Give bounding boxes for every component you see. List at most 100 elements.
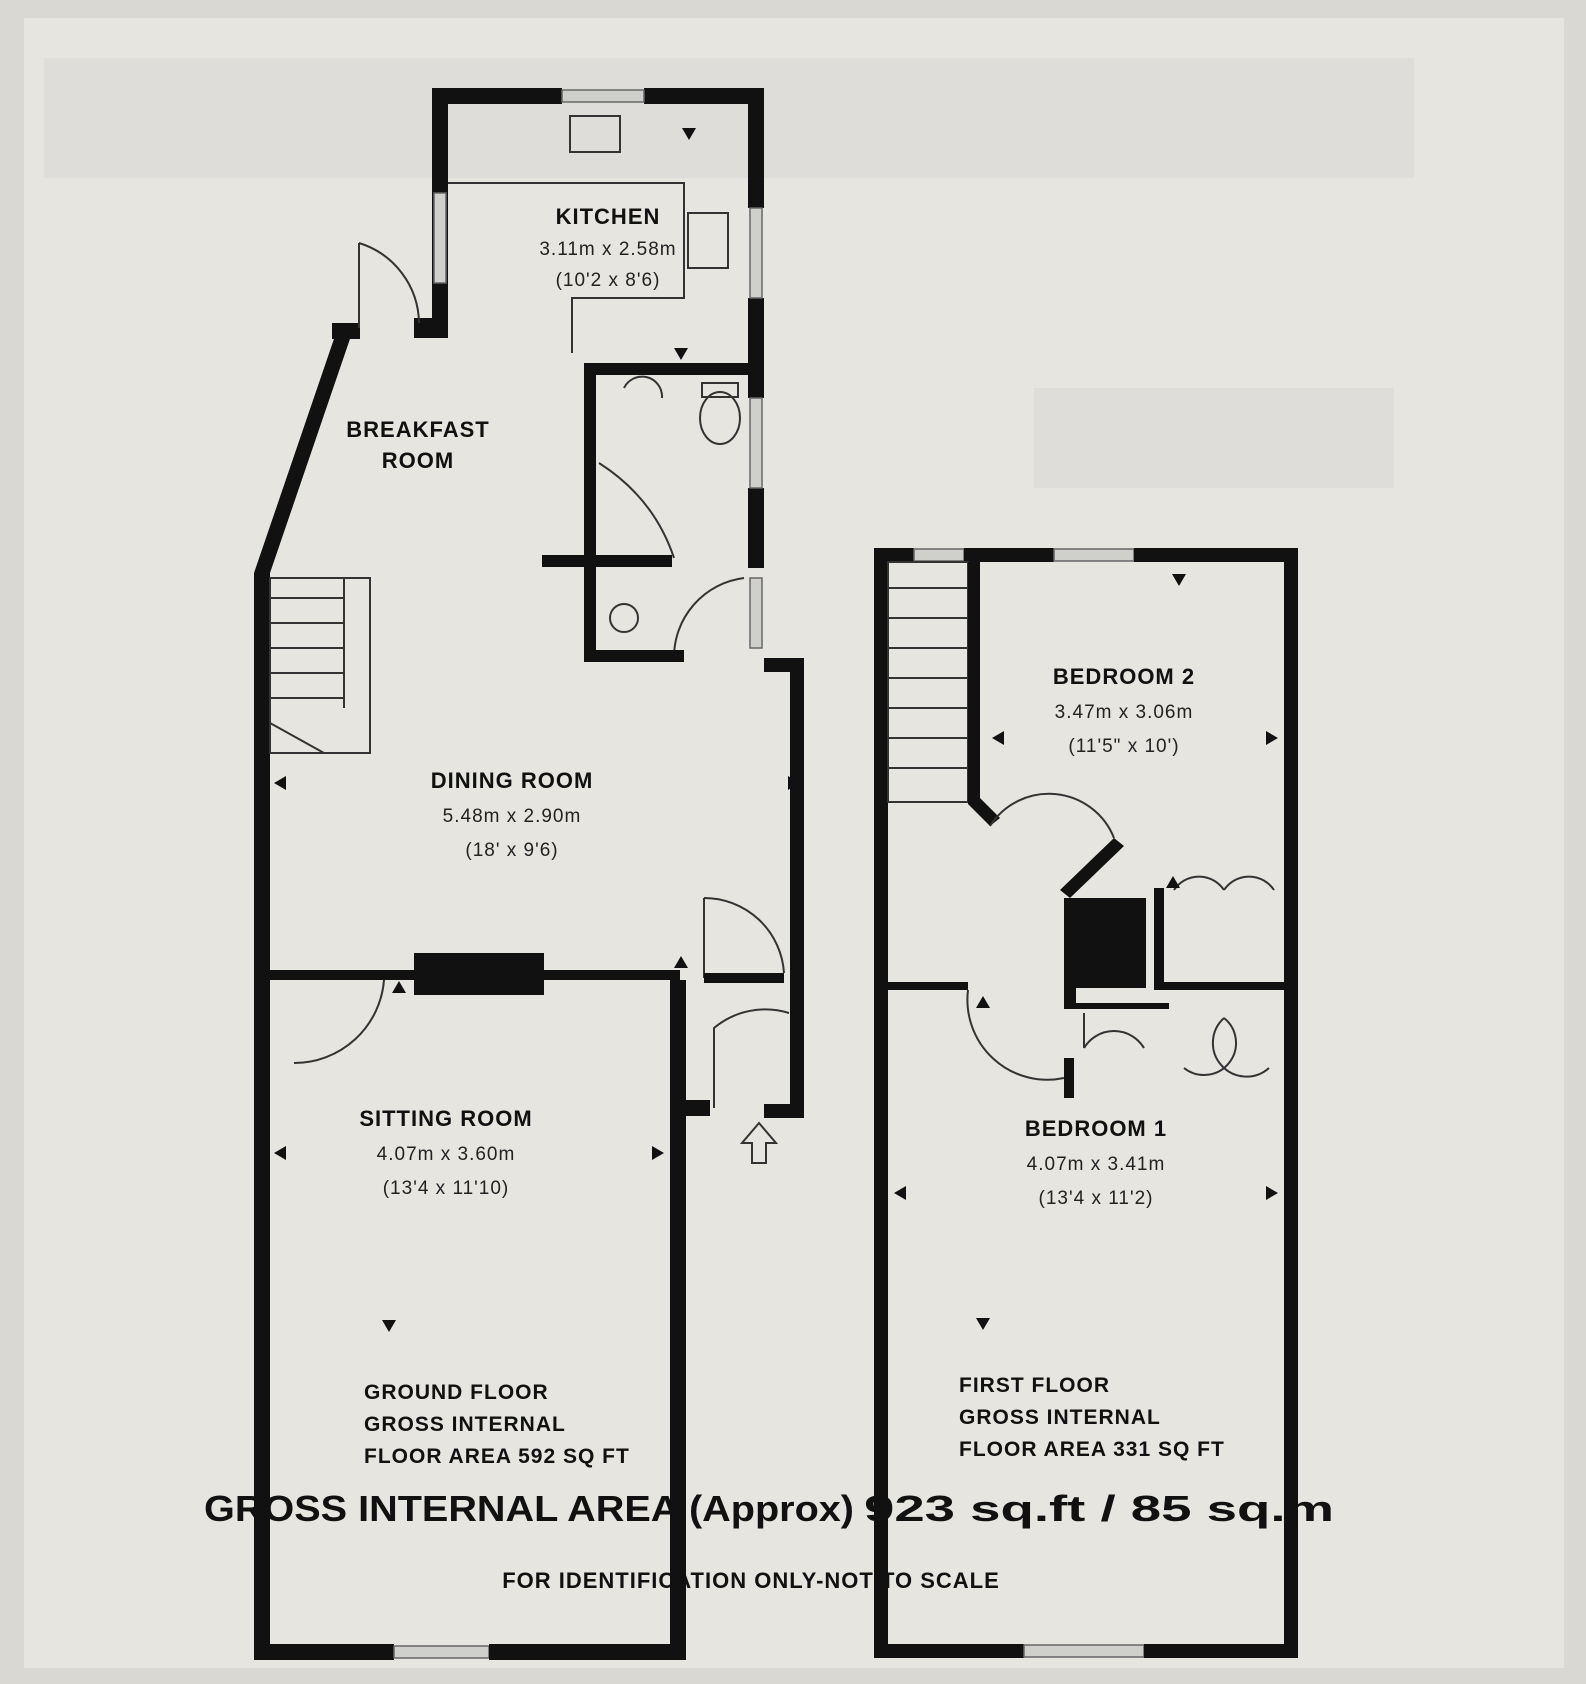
kitchen-sink — [569, 115, 621, 153]
bedroom1-dimensions-metric: 4.07m x 3.41m — [1027, 1154, 1166, 1175]
background-shadow — [1034, 388, 1394, 488]
sitting-room-label: SITTING ROOM — [359, 1106, 532, 1131]
wall — [584, 363, 764, 375]
wardrobe-doors — [1183, 1017, 1270, 1078]
wall — [254, 1644, 394, 1660]
first-floor-plan: BEDROOM 2 3.47m x 3.06m (11'5" x 10') BE… — [874, 548, 1298, 1658]
first-floor-stairs — [887, 561, 969, 803]
first-floor-caption-line3: FLOOR AREA 331 SQ FT — [959, 1438, 1225, 1461]
wall — [332, 323, 360, 339]
breakfast-room-label: BREAKFAST — [346, 417, 489, 442]
first-floor-caption: FIRST FLOOR GROSS INTERNAL FLOOR AREA 33… — [959, 1374, 1225, 1461]
wall — [584, 650, 684, 662]
wall — [670, 1100, 686, 1660]
toilet — [699, 391, 741, 445]
kitchen-dimensions-imperial: (10'2 x 8'6) — [556, 270, 661, 291]
kitchen-window — [561, 89, 645, 103]
kitchen-left-window — [433, 192, 447, 284]
background-shadow — [44, 58, 1414, 178]
gross-area-label: GROSS INTERNAL AREA (Approx) — [204, 1488, 854, 1529]
wall — [968, 562, 1000, 826]
kitchen-hob — [687, 212, 729, 269]
ground-floor-plan: KITCHEN 3.11m x 2.58m (10'2 x 8'6) BREAK… — [254, 88, 804, 1660]
wall — [704, 973, 784, 983]
entrance-arrow-icon — [739, 1121, 779, 1164]
marker — [976, 1318, 990, 1330]
marker — [674, 956, 688, 968]
wall — [1154, 888, 1164, 988]
wall — [414, 318, 448, 338]
marker — [392, 981, 406, 993]
bedroom1-dimensions-imperial: (13'4 x 11'2) — [1039, 1188, 1154, 1209]
sitting-door-swing — [293, 979, 385, 1065]
chimney-stack — [1076, 898, 1146, 988]
bedroom2-door-swing — [989, 792, 1115, 839]
wall — [584, 363, 596, 658]
cupboard-door — [1083, 1013, 1145, 1049]
marker — [1172, 574, 1186, 586]
bedroom2-dimensions-metric: 3.47m x 3.06m — [1055, 702, 1194, 723]
wall — [1144, 1644, 1298, 1658]
bedroom2-window — [1053, 548, 1135, 562]
marker — [976, 996, 990, 1008]
marker — [1266, 1186, 1278, 1200]
marker — [1166, 876, 1180, 888]
wall — [489, 1644, 686, 1660]
bedroom2-label: BEDROOM 2 — [1053, 664, 1195, 689]
bedroom1-window — [1023, 1644, 1145, 1658]
wc-door-swing — [598, 462, 675, 559]
ground-floor-caption-line1: GROUND FLOOR — [364, 1381, 549, 1404]
sitting-dimensions-metric: 4.07m x 3.60m — [377, 1144, 516, 1165]
dining-side-window — [749, 577, 763, 649]
floor-plan-sheet: KITCHEN 3.11m x 2.58m (10'2 x 8'6) BREAK… — [24, 18, 1564, 1668]
marker — [674, 348, 688, 360]
basin — [623, 375, 664, 399]
kitchen-dimensions-metric: 3.11m x 2.58m — [539, 239, 676, 260]
wardrobe-doors — [1173, 875, 1275, 891]
wall — [790, 658, 804, 1118]
entrance-door-swing — [713, 1008, 790, 1108]
dining-room-label: DINING ROOM — [431, 768, 594, 793]
landing-window — [913, 548, 965, 562]
first-floor-caption-line2: GROSS INTERNAL — [959, 1406, 1161, 1429]
dining-dimensions-metric: 5.48m x 2.90m — [443, 806, 582, 827]
wall — [748, 298, 764, 398]
wall — [888, 982, 968, 990]
kitchen-label: KITCHEN — [556, 204, 661, 229]
dining-dimensions-imperial: (18' x 9'6) — [465, 840, 558, 861]
marker — [894, 1186, 906, 1200]
wall — [254, 573, 270, 1658]
wall — [1064, 1003, 1169, 1009]
marker — [788, 776, 800, 790]
utility-door-swing — [672, 577, 745, 659]
ground-floor-caption-line3: FLOOR AREA 592 SQ FT — [364, 1445, 630, 1468]
marker — [274, 776, 286, 790]
ground-stairs — [269, 577, 371, 754]
floor-plan-drawing: KITCHEN 3.11m x 2.58m (10'2 x 8'6) BREAK… — [44, 58, 1414, 1660]
wall — [644, 88, 764, 104]
wall — [1064, 1058, 1074, 1098]
ground-floor-caption-line2: GROSS INTERNAL — [364, 1413, 566, 1436]
wall — [874, 1644, 1024, 1658]
first-floor-caption-line1: FIRST FLOOR — [959, 1374, 1110, 1397]
wall — [542, 555, 672, 567]
breakfast-door-swing — [358, 242, 420, 328]
wall — [748, 488, 764, 568]
marker — [382, 1320, 396, 1332]
wall — [432, 88, 562, 104]
hall-door-swing — [703, 896, 785, 978]
kitchen-worktop — [448, 182, 685, 353]
bedroom2-dimensions-imperial: (11'5" x 10') — [1068, 736, 1179, 757]
wall — [1154, 982, 1284, 990]
kitchen-side-window — [749, 207, 763, 299]
sitting-window — [393, 1645, 490, 1659]
ground-floor-caption: GROUND FLOOR GROSS INTERNAL FLOOR AREA 5… — [364, 1381, 630, 1468]
marker — [274, 1146, 286, 1160]
disclaimer: FOR IDENTIFICATION ONLY-NOT TO SCALE — [502, 1568, 1000, 1593]
gross-area-value: 923 sq.ft / 85 sq.m — [864, 1488, 1334, 1529]
chimney-breast — [414, 953, 544, 995]
wall — [254, 333, 352, 573]
wall — [874, 548, 914, 562]
marker — [1266, 731, 1278, 745]
breakfast-room-label-line2: ROOM — [382, 448, 454, 473]
